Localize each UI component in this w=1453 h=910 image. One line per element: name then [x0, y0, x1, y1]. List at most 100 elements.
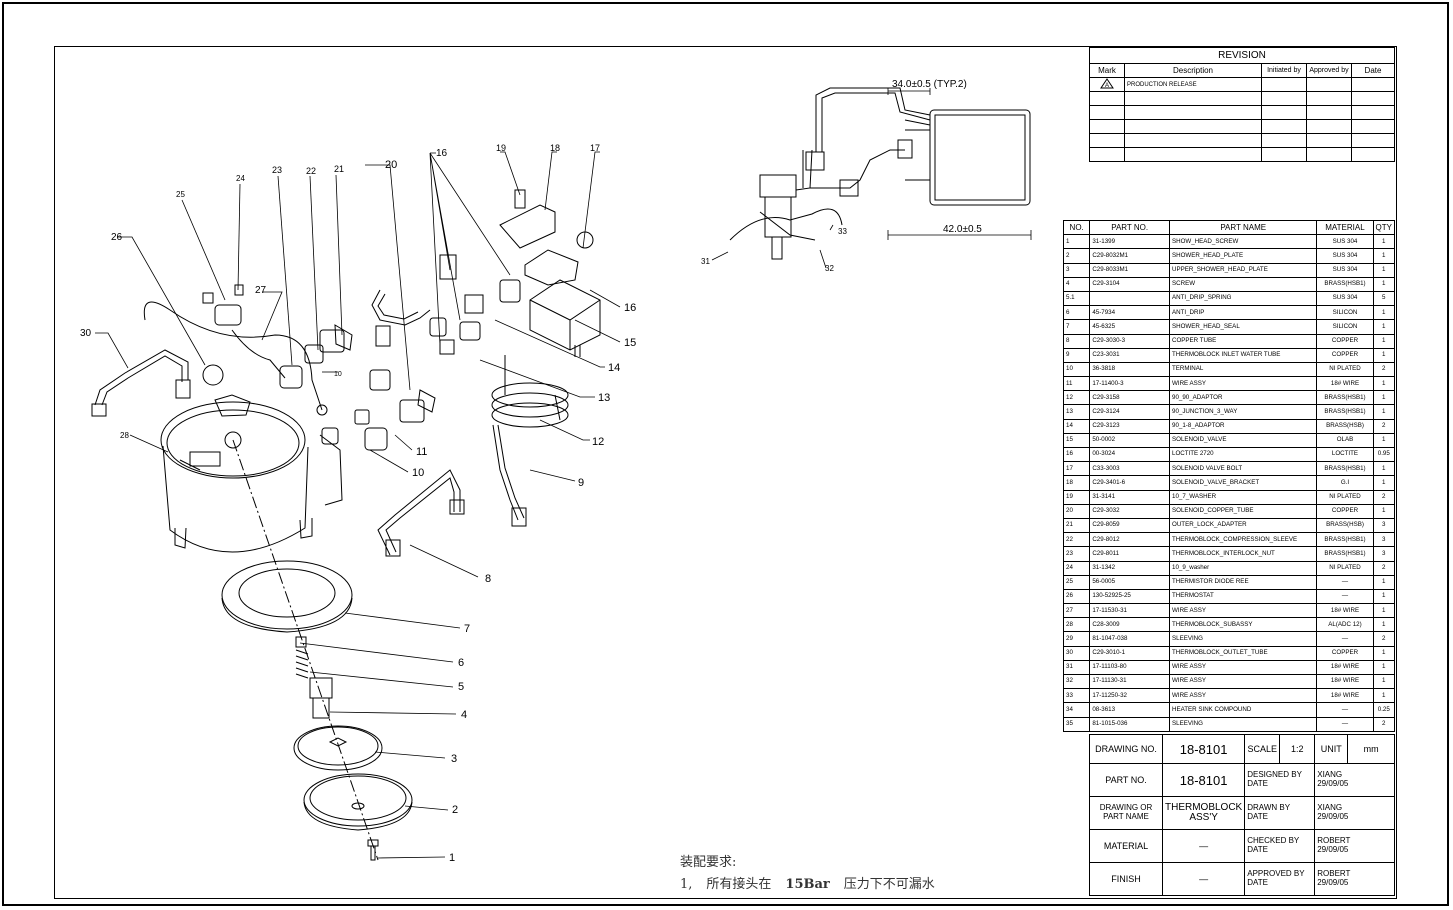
- bom-cell-part-name: WIRE ASSY: [1169, 673, 1318, 690]
- bom-cell-material: 18# WIRE: [1316, 376, 1374, 392]
- warning-triangle-icon: A: [1100, 78, 1114, 89]
- bom-cell-material: —: [1316, 588, 1374, 605]
- bom-cell-no: 24: [1062, 560, 1091, 576]
- callout-11: 11: [416, 446, 427, 458]
- bom-cell-no: 20: [1062, 503, 1091, 519]
- notes-heading: 装配要求:: [680, 855, 737, 870]
- bom-cell-part-name: SLEEVING: [1169, 631, 1318, 647]
- bom-cell-part-no: C33-3003: [1089, 461, 1171, 477]
- solenoid-side-view: [729, 87, 1031, 260]
- bom-cell-material: G.I: [1316, 475, 1374, 491]
- bom-cell-no: 22: [1062, 532, 1091, 548]
- bom-cell-qty: 0.95: [1372, 446, 1396, 463]
- bom-cell-material: BRASS(HSB1): [1316, 546, 1374, 562]
- bom-cell-part-no: C29-3401-6: [1089, 475, 1171, 491]
- bom-cell-part-no: 08-3613: [1089, 702, 1171, 718]
- bom-header-material: MATERIAL: [1316, 219, 1374, 236]
- bom-cell-no: 5.1: [1062, 290, 1091, 307]
- bom-cell-no: 7: [1062, 319, 1091, 335]
- bom-cell-no: 9: [1062, 347, 1091, 363]
- drawn-label: DRAWN BY DATE: [1244, 796, 1316, 830]
- part-no-label: PART NO.: [1089, 763, 1163, 797]
- callout-10b: 10: [334, 371, 342, 378]
- bom-cell-material: NI PLATED: [1316, 560, 1374, 576]
- approved-value: ROBERT 29/09/05: [1314, 862, 1395, 896]
- callout-25: 25: [176, 190, 185, 199]
- bom-cell-no: 16: [1062, 446, 1091, 463]
- copper-tube-8: [377, 469, 465, 557]
- solenoid-copper-tube: [371, 289, 431, 347]
- bom-cell-no: 6: [1062, 305, 1091, 321]
- drawing-name-value: THERMOBLOCK ASS'Y: [1161, 796, 1246, 830]
- bom-cell-material: BRASS(HSB1): [1316, 461, 1374, 477]
- drawing-no-value: 18-8101: [1161, 734, 1246, 764]
- designed-value: XIANG 29/09/05: [1314, 763, 1395, 797]
- bom-cell-part-name: 10_7_WASHER: [1169, 489, 1318, 505]
- bom-cell-part-no: C23-3031: [1089, 347, 1171, 363]
- bom-cell-part-no: 45-7934: [1089, 305, 1171, 321]
- bom-cell-part-name: UPPER_SHOWER_HEAD_PLATE: [1169, 262, 1318, 278]
- bom-cell-material: 18# WIRE: [1316, 673, 1374, 690]
- bom-cell-no: 30: [1062, 645, 1091, 661]
- bom-cell-part-no: 31-3141: [1089, 489, 1171, 505]
- bom-cell-part-no: 81-1015-036: [1089, 716, 1171, 732]
- bom-cell-part-no: 17-11530-31: [1089, 603, 1171, 619]
- bom-cell-part-no: 17-11250-32: [1089, 688, 1171, 704]
- bom-cell-part-name: THERMOSTAT: [1169, 588, 1318, 605]
- bom-cell-part-name: WIRE ASSY: [1169, 376, 1318, 392]
- bom-cell-material: LOCTITE: [1316, 446, 1374, 463]
- bom-cell-part-name: ANTI_DRIP_SPRING: [1169, 290, 1318, 307]
- bom-cell-qty: 1: [1372, 659, 1396, 676]
- callout-26: 26: [111, 232, 123, 243]
- bom-cell-material: COPPER: [1316, 333, 1374, 349]
- bom-cell-part-no: 17-11103-80: [1089, 659, 1171, 676]
- callout-12: 12: [592, 436, 604, 448]
- bom-cell-no: 4: [1062, 276, 1091, 292]
- solenoid-bracket: [499, 189, 556, 249]
- bom-cell-no: 26: [1062, 588, 1091, 605]
- bom-cell-part-name: LOCTITE 2720: [1169, 446, 1318, 463]
- bom-cell-qty: 1: [1372, 603, 1396, 619]
- bom-cell-part-no: 81-1047-038: [1089, 631, 1171, 647]
- callout-24: 24: [236, 174, 245, 183]
- callout-32: 32: [825, 264, 834, 273]
- rev-mark-icon: A: [1089, 77, 1125, 92]
- callout-19: 19: [496, 143, 506, 153]
- bom-cell-qty: 1: [1372, 333, 1396, 349]
- anti-drip-parts: [295, 636, 333, 719]
- bom-cell-material: AL(ADC 12): [1316, 617, 1374, 633]
- bom-cell-part-name: THERMISTOR DIODE REE: [1169, 574, 1318, 590]
- bom-cell-material: BRASS(HSB1): [1316, 390, 1374, 406]
- bom-cell-qty: 2: [1372, 489, 1396, 505]
- bom-cell-qty: 1: [1372, 234, 1396, 250]
- designed-label: DESIGNED BY DATE: [1244, 763, 1316, 797]
- bom-cell-no: 15: [1062, 432, 1091, 449]
- callout-33: 33: [838, 227, 847, 236]
- bom-cell-no: 29: [1062, 631, 1091, 647]
- callout-14: 14: [608, 362, 620, 374]
- bom-header-part-no: PART NO.: [1089, 219, 1171, 236]
- bom-cell-part-name: THERMOBLOCK_COMPRESSION_SLEEVE: [1169, 532, 1318, 548]
- finish-value: —: [1161, 862, 1246, 896]
- bom-cell-part-no: C29-3030-3: [1089, 333, 1171, 349]
- material-value: —: [1161, 829, 1246, 863]
- bom-cell-part-name: SOLENOID_VALVE_BRACKET: [1169, 475, 1318, 491]
- inlet-water-tube-coil: [491, 355, 569, 527]
- bom-cell-part-name: WIRE ASSY: [1169, 688, 1318, 704]
- bom-cell-part-name: 90_1-8_ADAPTOR: [1169, 418, 1318, 434]
- bom-cell-part-name: THERMOBLOCK_OUTLET_TUBE: [1169, 645, 1318, 661]
- wires: [143, 301, 323, 411]
- bom-cell-no: 31: [1062, 659, 1091, 676]
- bom-cell-material: NI PLATED: [1316, 361, 1374, 378]
- rev-header-approved: Approved by: [1306, 63, 1352, 78]
- dimension-lines: [887, 88, 1032, 240]
- callout-1: 1: [449, 852, 455, 864]
- shower-head-seal: [221, 560, 353, 633]
- part-no-value: 18-8101: [1161, 763, 1246, 797]
